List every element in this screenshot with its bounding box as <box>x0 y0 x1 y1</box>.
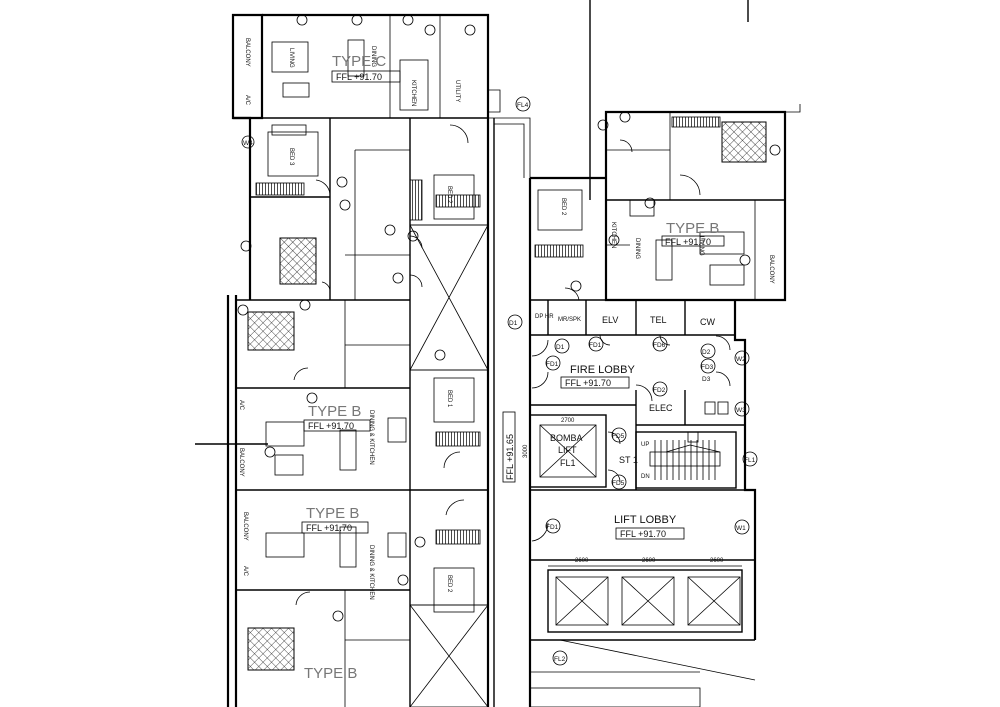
tag-w3: W3 <box>736 407 746 414</box>
type-b-mid-ffl: FFL +91.70 <box>308 421 354 431</box>
fl4-pipe <box>488 0 801 200</box>
fire-lobby-ffl: FFL +91.70 <box>565 378 611 388</box>
dining-label-right: DINING <box>634 238 640 259</box>
ac-label-mid: A/C <box>238 400 244 411</box>
tag-d1-b: D1 <box>556 344 565 351</box>
left-bath-tiles <box>247 237 317 671</box>
tag-fd5-b: FD5 <box>612 480 625 487</box>
kitchen-label-top: KITCHEN <box>410 80 416 106</box>
left-wardrobes <box>255 179 481 545</box>
type-b-mid-label: TYPE B <box>308 403 361 420</box>
staircase-st1 <box>635 431 737 489</box>
elv-room-label: ELV <box>602 315 618 325</box>
tag-fd6: FD6 <box>653 342 666 349</box>
dining-kitchen-label-mid: DINING & KITCHEN <box>368 410 374 465</box>
type-b-right-ffl: FFL +91.70 <box>665 237 711 247</box>
type-b-low-label: TYPE B <box>306 505 359 522</box>
balcony-label-mid: BALCONY <box>238 448 244 477</box>
lift-lobby-ffl: FFL +91.70 <box>620 529 666 539</box>
bomba-lift-shaft <box>529 414 607 488</box>
tag-fd2: FD2 <box>653 387 666 394</box>
type-c-label: TYPE C <box>332 53 386 70</box>
bed3-label-top: BED 3 <box>288 148 294 166</box>
fire-lobby-label: FIRE LOBBY <box>570 364 635 376</box>
dining-label-top: DINING <box>370 46 376 67</box>
bed1-label-mid: BED 1 <box>446 390 452 408</box>
tag-fd5-a: FD5 <box>612 433 625 440</box>
circle-tags: D1 D1 FD1 FD1 FD1 FD2 FD3 FD5 FD5 FD6 D2… <box>241 96 758 666</box>
living-label-top: LIVING <box>288 48 294 68</box>
stair-up-label: UP <box>641 442 649 448</box>
tel-room-label: TEL <box>650 315 667 325</box>
dim-3000-label: 3000 <box>523 444 529 458</box>
left-door-swings <box>293 124 469 606</box>
type-b-bottom-label: TYPE B <box>304 665 357 682</box>
misc-annotation-bubbles <box>237 14 781 622</box>
ac-label-top: A/C <box>244 95 250 106</box>
type-b-right-label: TYPE B <box>666 220 719 237</box>
right-unit-fixtures <box>534 116 767 301</box>
dining-kitchen-label-low: DINING & KITCHEN <box>368 545 374 600</box>
elec-fixtures <box>687 401 729 443</box>
elec-room-label: ELEC <box>649 403 673 413</box>
tag-fl4: FL4 <box>517 102 529 109</box>
balcony-label-right: BALCONY <box>768 255 774 284</box>
dim-2700-label: 2700 <box>561 418 575 424</box>
cw-room-label: CW <box>700 317 715 327</box>
tag-d2: D2 <box>702 349 711 356</box>
left-furniture <box>265 39 429 568</box>
bed2-label-right: BED 2 <box>560 198 566 216</box>
type-b-low-ffl: FFL +91.70 <box>306 523 352 533</box>
left-beds <box>267 124 475 613</box>
tag-fl2: FL2 <box>554 656 566 663</box>
tag-w4: W4 <box>243 140 253 147</box>
ffl-vertical-label: FFL +91.65 <box>505 434 515 480</box>
dp-hr-label: DP HR <box>535 314 554 320</box>
bed2-label-low: BED 2 <box>446 575 452 593</box>
passenger-lift-shafts <box>547 565 743 633</box>
balcony-label-top: BALCONY <box>244 38 250 67</box>
tag-fd3: FD3 <box>701 364 714 371</box>
type-c-ffl: FFL +91.70 <box>336 72 382 82</box>
tag-fd1-a: FD1 <box>546 361 559 368</box>
core-walls <box>528 300 757 707</box>
dim-2600-b-label: 2600 <box>642 558 656 564</box>
balcony-label-low: BALCONY <box>242 512 248 541</box>
tag-w1: W1 <box>736 525 746 532</box>
dim-2600-c-label: 2600 <box>710 558 724 564</box>
tag-fl1: FL1 <box>744 457 756 464</box>
lift-label: LIFT <box>558 445 577 455</box>
mr-spk-label: MR/SPK <box>558 317 581 323</box>
stair-label: ST 1 <box>619 455 638 465</box>
tag-d1-a: D1 <box>509 320 518 327</box>
bomba-label: BOMBA <box>550 433 583 443</box>
tag-fd1-b: FD1 <box>546 524 559 531</box>
tag-d3: D3 <box>702 376 711 383</box>
left-wing-walls <box>226 13 495 707</box>
living-label-right: LIVING <box>698 236 704 256</box>
left-void-shafts <box>409 224 489 707</box>
utility-label-top: UTILITY <box>454 80 460 102</box>
dim-2600-a-label: 2600 <box>575 558 589 564</box>
tag-w2: W2 <box>736 356 746 363</box>
tag-fd1-c: FD1 <box>589 342 602 349</box>
ac-label-low: A/C <box>242 566 248 577</box>
lift-lobby-label: LIFT LOBBY <box>614 514 677 526</box>
stair-dn-label: DN <box>641 474 650 480</box>
core-diagonals <box>529 639 756 707</box>
bed2-label-top: BED 2 <box>446 186 452 204</box>
fl1-label: FL1 <box>560 458 576 468</box>
